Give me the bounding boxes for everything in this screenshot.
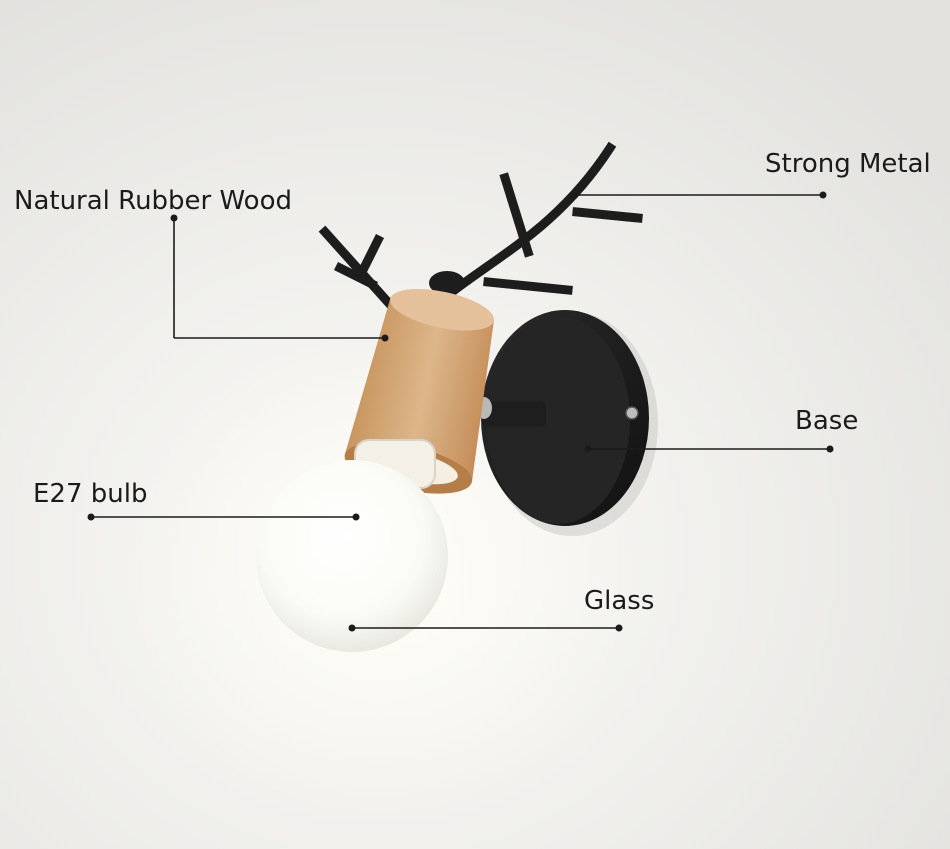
base-plate-face [486, 316, 630, 524]
label-e27-bulb: E27 bulb [33, 479, 148, 509]
leader-lines [87, 191, 834, 632]
lamp-arm [482, 401, 546, 427]
antler-joint [429, 271, 465, 295]
label-natural-rubber-wood: Natural Rubber Wood [14, 186, 293, 216]
metal-antlers [318, 141, 643, 317]
base-screw [625, 406, 639, 420]
label-strong-metal: Strong Metal [765, 149, 931, 179]
label-base: Base [795, 406, 859, 436]
glass-bulb [256, 460, 448, 652]
label-glass: Glass [584, 586, 655, 616]
